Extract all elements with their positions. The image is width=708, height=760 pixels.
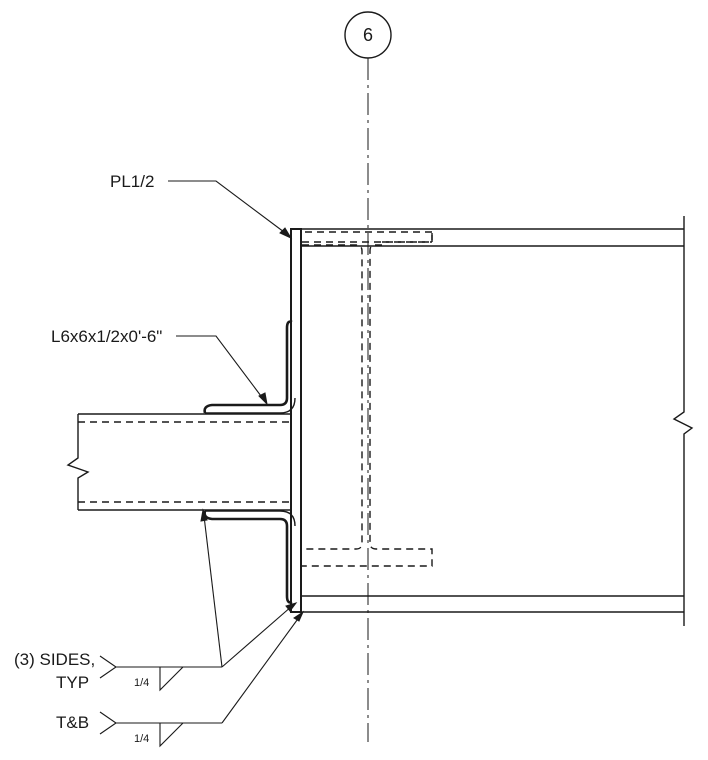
angle-top xyxy=(203,320,296,414)
beam-break-line xyxy=(66,414,90,510)
grid-bubble-label: 6 xyxy=(363,25,373,45)
fillet-weld-symbol xyxy=(159,722,184,748)
weld-3-sides-label-line1: (3) SIDES, xyxy=(14,650,95,669)
weld-3-sides-size: 1/4 xyxy=(134,677,149,689)
angle-bottom xyxy=(203,510,296,604)
callout-plate: PL1/2 xyxy=(110,172,293,240)
callout-plate-label: PL1/2 xyxy=(110,172,154,191)
end-plate xyxy=(290,228,302,613)
weld-3-sides-label-line2: TYP xyxy=(56,673,89,692)
weld-t-and-b-label: T&B xyxy=(56,713,89,732)
incoming-beam xyxy=(66,413,291,511)
weld-symbol-3-sides: (3) SIDES, TYP 1/4 xyxy=(14,508,298,692)
weld-symbol-t-and-b: T&B 1/4 xyxy=(56,610,305,748)
weld-t-and-b-size: 1/4 xyxy=(134,733,149,745)
girder-break-line xyxy=(672,216,694,626)
grid-bubble: 6 xyxy=(344,11,392,59)
callout-angle: L6x6x1/2x0'-6" xyxy=(51,327,268,406)
girder xyxy=(301,216,694,626)
column-hidden-section xyxy=(302,231,433,567)
callout-angle-label: L6x6x1/2x0'-6" xyxy=(51,327,162,346)
fillet-weld-symbol xyxy=(159,666,184,692)
